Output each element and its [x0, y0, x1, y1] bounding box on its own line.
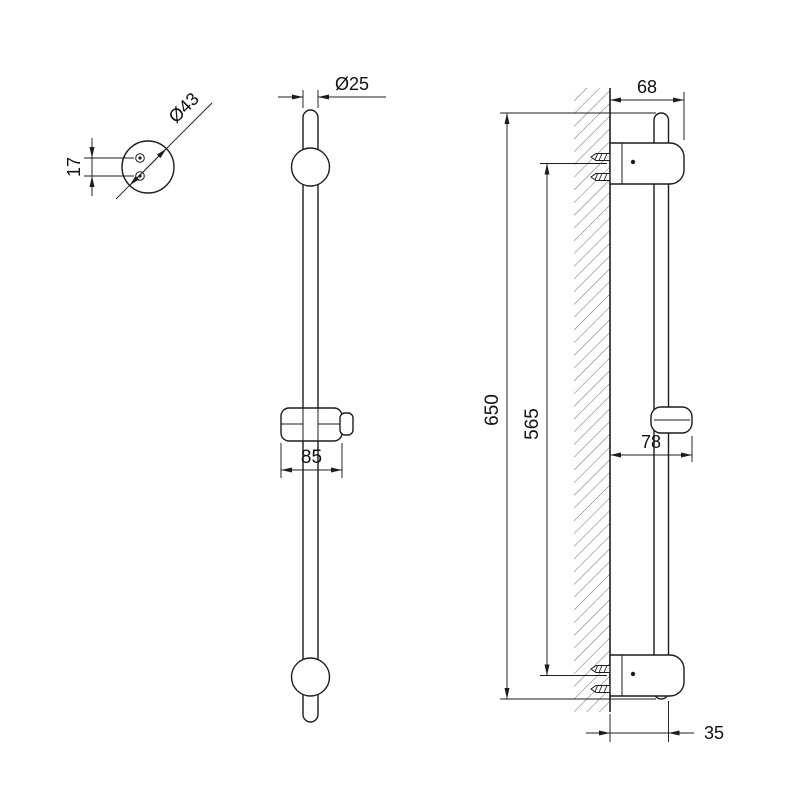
- mounting-distance-label: 565: [522, 408, 543, 440]
- front-view: Ø25 85: [278, 74, 386, 723]
- flange-diameter-label: Ø43: [165, 89, 203, 127]
- dim-bracket-depth: 68: [610, 77, 685, 140]
- dim-total-length: 650: [482, 112, 656, 700]
- bracket-depth-label: 68: [637, 77, 657, 97]
- dim-slider-width: 85: [280, 443, 343, 478]
- dim-hole-spacing: 17: [64, 138, 134, 196]
- bottom-offset-label: 35: [704, 723, 724, 743]
- detail-view: Ø43 17: [64, 89, 213, 200]
- wall-anchor-screw-top-1: [590, 153, 611, 161]
- bottom-flange-front: [290, 657, 331, 697]
- slider-depth-label: 78: [641, 432, 661, 452]
- total-length-label: 650: [482, 394, 503, 426]
- dim-mounting-distance: 565: [522, 163, 607, 676]
- dim-bar-diameter: Ø25: [278, 74, 386, 108]
- side-view: 68 650 565 78 35: [482, 77, 724, 743]
- screw-hole-top-center: [138, 156, 142, 160]
- hole-spacing-label: 17: [64, 157, 84, 177]
- bottom-mount-bracket-side: [609, 654, 685, 697]
- dim-slider-depth: 78: [610, 432, 693, 462]
- top-flange-front: [290, 147, 331, 187]
- slider-bracket-front: [280, 407, 354, 442]
- diameter-arrow-segment: [129, 148, 167, 186]
- top-mount-bracket-side: [609, 142, 685, 185]
- bottom-bracket-body: [609, 654, 685, 697]
- dim-bottom-offset: 35: [586, 701, 724, 743]
- slider-bracket-side: [650, 406, 693, 434]
- wall-anchor-screw-bottom-2: [590, 685, 611, 693]
- wall-anchor-screw-top-2: [590, 173, 611, 181]
- slider-lock-knob-front: [339, 412, 354, 436]
- wall-hatch: [574, 88, 610, 712]
- rail-bar-side: [653, 112, 670, 700]
- slider-width-label: 85: [301, 447, 322, 468]
- bottom-bracket-pin: [630, 671, 636, 677]
- top-bracket-pin: [630, 159, 636, 165]
- wall-anchor-screw-bottom-1: [590, 665, 611, 673]
- top-bracket-body: [609, 142, 685, 185]
- bar-diameter-label: Ø25: [335, 74, 369, 94]
